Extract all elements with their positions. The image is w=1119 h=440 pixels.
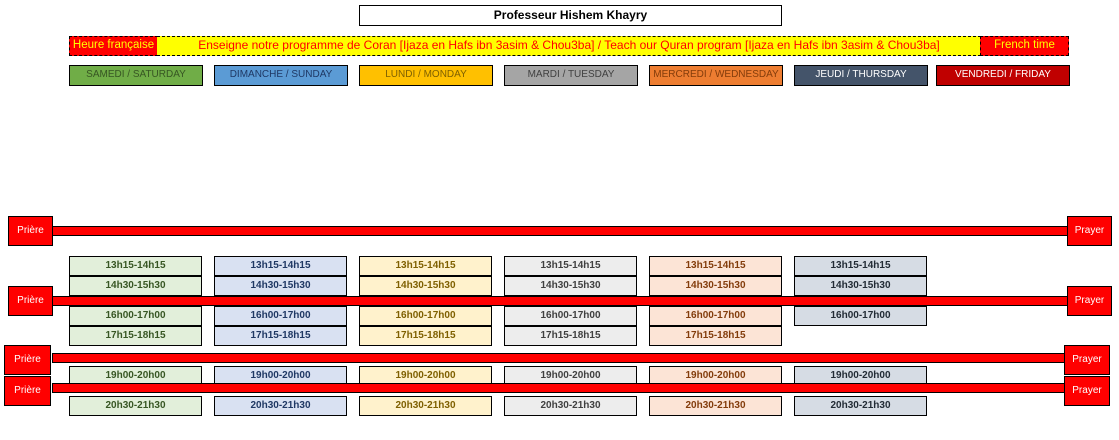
time-slot-wednesday: 13h15-14h15 <box>649 256 782 276</box>
time-slot-thursday: 13h15-14h15 <box>794 256 927 276</box>
time-slot-thursday: 16h00-17h00 <box>794 306 927 326</box>
time-slot-saturday: 16h00-17h00 <box>69 306 202 326</box>
time-slot-tuesday: 13h15-14h15 <box>504 256 637 276</box>
time-slot-thursday: 14h30-15h30 <box>794 276 927 296</box>
time-slot-saturday: 20h30-21h30 <box>69 396 202 416</box>
time-slot-monday: 14h30-15h30 <box>359 276 492 296</box>
banner-program-description: Enseigne notre programme de Coran [Ijaza… <box>157 36 981 56</box>
day-header-friday: VENDREDI / FRIDAY <box>936 65 1070 86</box>
time-slot-saturday: 13h15-14h15 <box>69 256 202 276</box>
prayer-bar <box>52 353 1068 363</box>
day-header-sunday: DIMANCHE / SUNDAY <box>214 65 348 86</box>
time-slot-sunday: 17h15-18h15 <box>214 326 347 346</box>
banner-french-time-label-en: French time <box>980 36 1069 56</box>
prayer-label-fr: Prière <box>4 376 51 406</box>
prayer-label-en: Prayer <box>1064 345 1110 375</box>
time-slot-tuesday: 20h30-21h30 <box>504 396 637 416</box>
time-slot-sunday: 13h15-14h15 <box>214 256 347 276</box>
day-header-saturday: SAMEDI / SATURDAY <box>69 65 203 86</box>
day-header-wednesday: MERCREDI / WEDNESDAY <box>649 65 783 86</box>
time-slot-tuesday: 14h30-15h30 <box>504 276 637 296</box>
time-slot-wednesday: 16h00-17h00 <box>649 306 782 326</box>
prayer-label-en: Prayer <box>1067 286 1112 316</box>
time-slot-monday: 20h30-21h30 <box>359 396 492 416</box>
time-slot-tuesday: 16h00-17h00 <box>504 306 637 326</box>
day-header-thursday: JEUDI / THURSDAY <box>794 65 928 86</box>
day-header-monday: LUNDI / MONDAY <box>359 65 493 86</box>
time-slot-sunday: 20h30-21h30 <box>214 396 347 416</box>
time-slot-monday: 16h00-17h00 <box>359 306 492 326</box>
time-slot-wednesday: 14h30-15h30 <box>649 276 782 296</box>
time-slot-monday: 13h15-14h15 <box>359 256 492 276</box>
time-slot-thursday: 20h30-21h30 <box>794 396 927 416</box>
prayer-bar <box>52 226 1068 236</box>
prayer-label-fr: Prière <box>8 286 53 316</box>
day-header-tuesday: MARDI / TUESDAY <box>504 65 638 86</box>
prayer-bar <box>52 383 1068 393</box>
time-slot-wednesday: 20h30-21h30 <box>649 396 782 416</box>
time-slot-sunday: 14h30-15h30 <box>214 276 347 296</box>
prayer-label-en: Prayer <box>1067 216 1112 246</box>
page-title: Professeur Hishem Khayry <box>359 5 782 26</box>
prayer-label-fr: Prière <box>8 216 53 246</box>
time-slot-saturday: 14h30-15h30 <box>69 276 202 296</box>
prayer-bar <box>52 296 1068 306</box>
prayer-label-fr: Prière <box>4 345 51 375</box>
banner-french-time-label: Heure française <box>69 36 158 56</box>
time-slot-saturday: 17h15-18h15 <box>69 326 202 346</box>
time-slot-tuesday: 17h15-18h15 <box>504 326 637 346</box>
time-slot-monday: 17h15-18h15 <box>359 326 492 346</box>
time-slot-sunday: 16h00-17h00 <box>214 306 347 326</box>
prayer-label-en: Prayer <box>1064 376 1110 406</box>
time-slot-wednesday: 17h15-18h15 <box>649 326 782 346</box>
